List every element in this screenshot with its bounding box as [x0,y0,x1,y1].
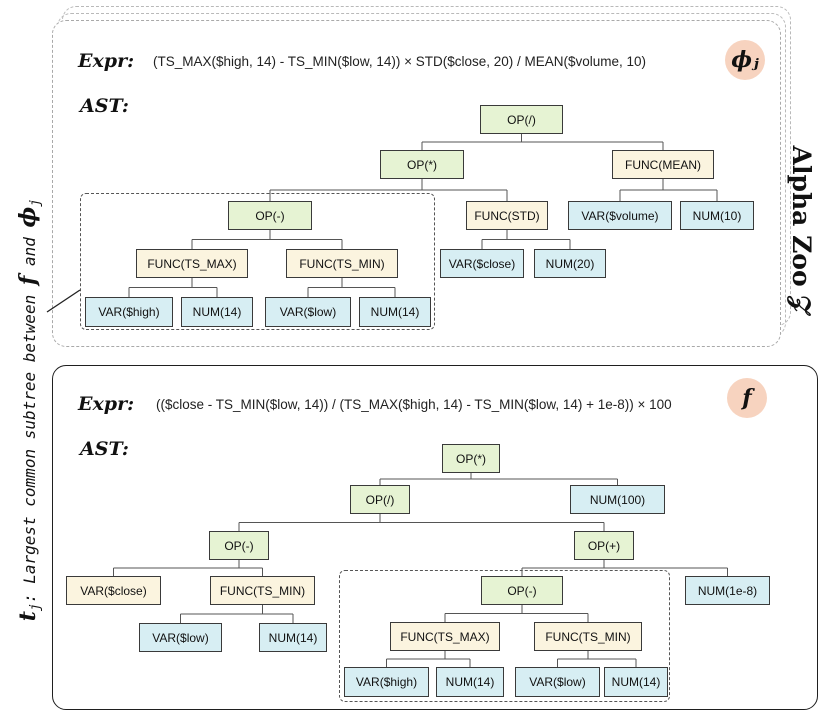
ast-node-z-tsmax: FUNC(TS_MAX) [136,249,248,278]
ast-node-f-n100: NUM(100) [570,485,665,514]
alpha-zoo-panel [52,20,781,347]
ast-node-z-close: VAR($close) [440,249,524,278]
zoo-ast-label: AST: [80,95,129,117]
ast-node-f-low1: VAR($low) [139,623,222,652]
zoo-expr-text: (TS_MAX($high, 14) - TS_MIN($low, 14)) ×… [153,54,647,69]
ast-node-z-n14b: NUM(14) [359,297,431,327]
ast-node-z-sub: OP(-) [228,201,312,230]
ast-node-f-high: VAR($high) [344,667,429,697]
ast-node-f-tsmax: FUNC(TS_MAX) [390,622,500,651]
ast-node-f-add: OP(+) [574,531,634,560]
ast-node-f-tsmin1: FUNC(TS_MIN) [210,576,315,605]
ast-node-f-eps: NUM(1e-8) [685,576,770,605]
ast-node-f-sub2: OP(-) [481,576,563,605]
f-expr-label: Expr: [78,393,135,415]
ast-node-z-low: VAR($low) [265,297,351,327]
ast-node-z-mean: FUNC(MEAN) [612,150,714,179]
ast-node-z-n10: NUM(10) [680,201,754,230]
ast-node-f-div: OP(/) [350,485,410,514]
ast-node-f-tsmin2: FUNC(TS_MIN) [534,622,642,651]
ast-node-f-n14b: NUM(14) [436,667,504,697]
f-ast-label: AST: [80,438,129,460]
ast-node-f-root: OP(*) [442,444,500,473]
ast-node-z-n20: NUM(20) [534,249,606,278]
ast-node-z-root: OP(/) [480,105,563,134]
ast-node-z-high: VAR($high) [85,297,173,327]
zoo-common-subtree-box [80,193,435,330]
ast-node-z-std: FUNC(STD) [466,201,548,230]
ast-node-f-close: VAR($close) [66,576,161,605]
zoo-expr-label: Expr: [78,50,135,72]
f-expr-text: (($close - TS_MIN($low, 14)) / (TS_MAX($… [156,397,672,412]
ast-node-z-mul: OP(*) [380,150,464,179]
ast-node-f-sub1: OP(-) [209,531,269,560]
ast-node-f-n14a: NUM(14) [259,623,327,652]
ast-node-z-n14a: NUM(14) [181,297,253,327]
f-common-subtree-box [339,570,670,702]
ast-node-f-n14c: NUM(14) [604,667,668,697]
ast-node-z-vol: VAR($volume) [568,201,672,230]
zoo-phi-badge: ϕⱼ [725,40,765,80]
factor-f-panel [52,365,818,710]
f-badge: f [727,378,767,418]
ast-node-z-tsmin: FUNC(TS_MIN) [286,249,398,278]
ast-node-f-low2: VAR($low) [515,667,600,697]
